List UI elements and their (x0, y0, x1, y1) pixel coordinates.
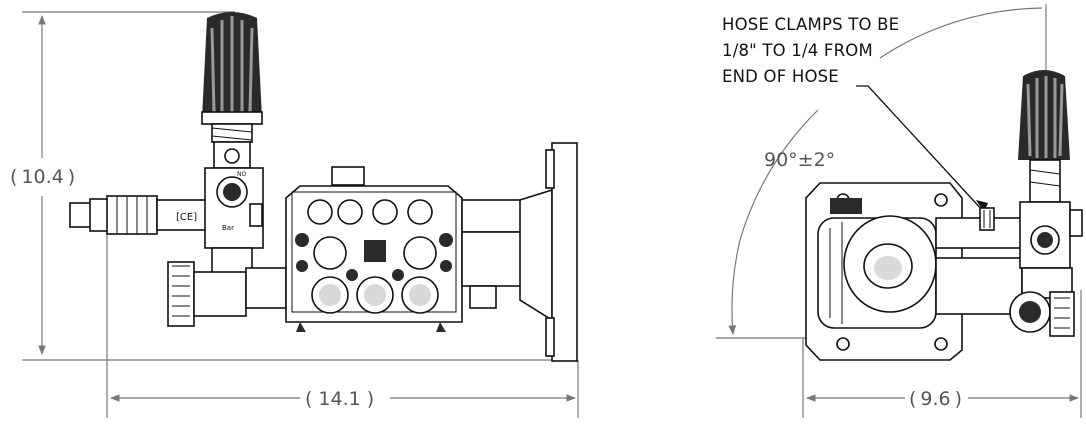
hose-clamp-note: HOSE CLAMPS TO BE 1/8" TO 1/4 FROM END O… (722, 15, 988, 213)
mounting-flange (545, 142, 578, 362)
pump-front-view: [CE] NO Bar (69, 12, 578, 362)
height-dimension-label: (10.4) (10, 166, 75, 188)
inlet-fitting: [CE] (69, 195, 210, 235)
angle-dimension: 90°±2° (716, 4, 1047, 339)
side-width-dimension: (9.6) (802, 290, 1082, 418)
crankcase (461, 188, 553, 322)
svg-text:Bar: Bar (222, 224, 234, 232)
outlet-fitting (167, 261, 287, 327)
note-line-1: HOSE CLAMPS TO BE (722, 15, 899, 34)
pump-manifold (285, 166, 463, 332)
unloader-body: NO Bar (204, 167, 264, 279)
side-pump-body (817, 207, 1023, 329)
svg-text:NO: NO (237, 171, 246, 178)
side-outlet-fitting (1009, 267, 1075, 337)
svg-text:[CE]: [CE] (176, 212, 197, 223)
unloader-knob (201, 12, 263, 169)
note-line-2: 1/8" TO 1/4 FROM (722, 41, 873, 60)
front-height-dimension: (10.4) (10, 11, 560, 361)
width-dimension-label: (14.1) (305, 388, 374, 410)
front-width-dimension: (14.1) (106, 235, 579, 418)
side-width-dimension-label: (9.6) (909, 388, 962, 410)
angle-dimension-label: 90°±2° (764, 149, 835, 171)
note-line-3: END OF HOSE (722, 67, 839, 86)
note-leader-line (856, 85, 985, 213)
pump-side-view (805, 70, 1083, 361)
side-unloader-knob (1018, 70, 1083, 269)
